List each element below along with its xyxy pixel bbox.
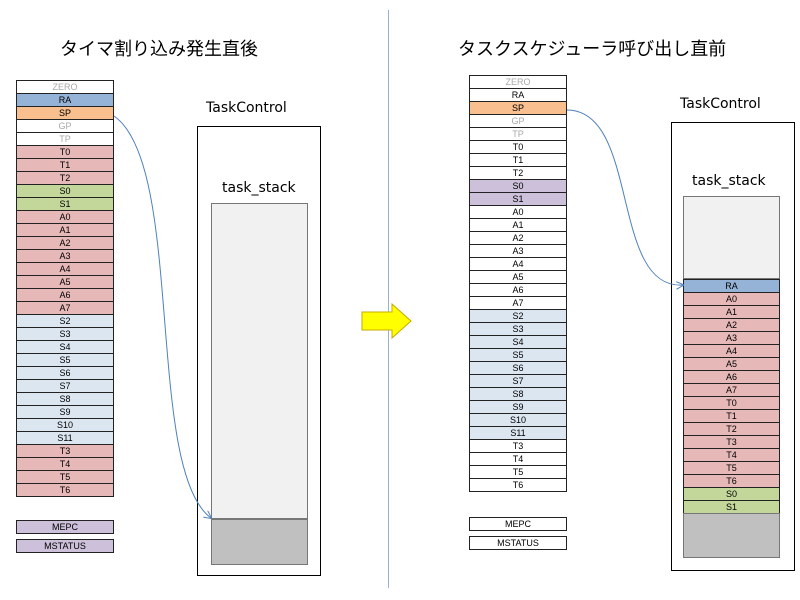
left-title: タイマ割り込み発生直後 (60, 39, 258, 60)
right-task-stack-bottom (683, 513, 780, 558)
right-csr-mepc: MEPC (469, 517, 567, 531)
left-csr-mstatus: MSTATUS (16, 539, 114, 553)
right-saved-a5: A5 (683, 357, 780, 371)
left-csr-mepc: MEPC (16, 520, 114, 534)
center-divider (388, 10, 389, 588)
transition-arrow-icon (361, 302, 412, 340)
left-task-stack-label: task_stack (222, 180, 296, 196)
right-saved-t6: T6 (683, 474, 780, 488)
left-task-stack-top (211, 519, 308, 565)
right-csr-mstatus: MSTATUS (469, 536, 567, 550)
right-sp-pointer-arrow (566, 109, 683, 285)
left-reg-t6: T6 (16, 483, 114, 497)
right-reg-t6: T6 (469, 478, 567, 492)
left-task-stack-area (211, 203, 308, 519)
left-sp-pointer-arrow (113, 115, 211, 518)
right-task-stack-label: task_stack (692, 173, 766, 189)
right-task-control-label: TaskControl (680, 96, 761, 112)
left-task-control-label: TaskControl (206, 100, 287, 116)
right-title: タスクスケジューラ呼び出し直前 (458, 39, 727, 60)
right-task-stack-free-area (683, 196, 780, 279)
